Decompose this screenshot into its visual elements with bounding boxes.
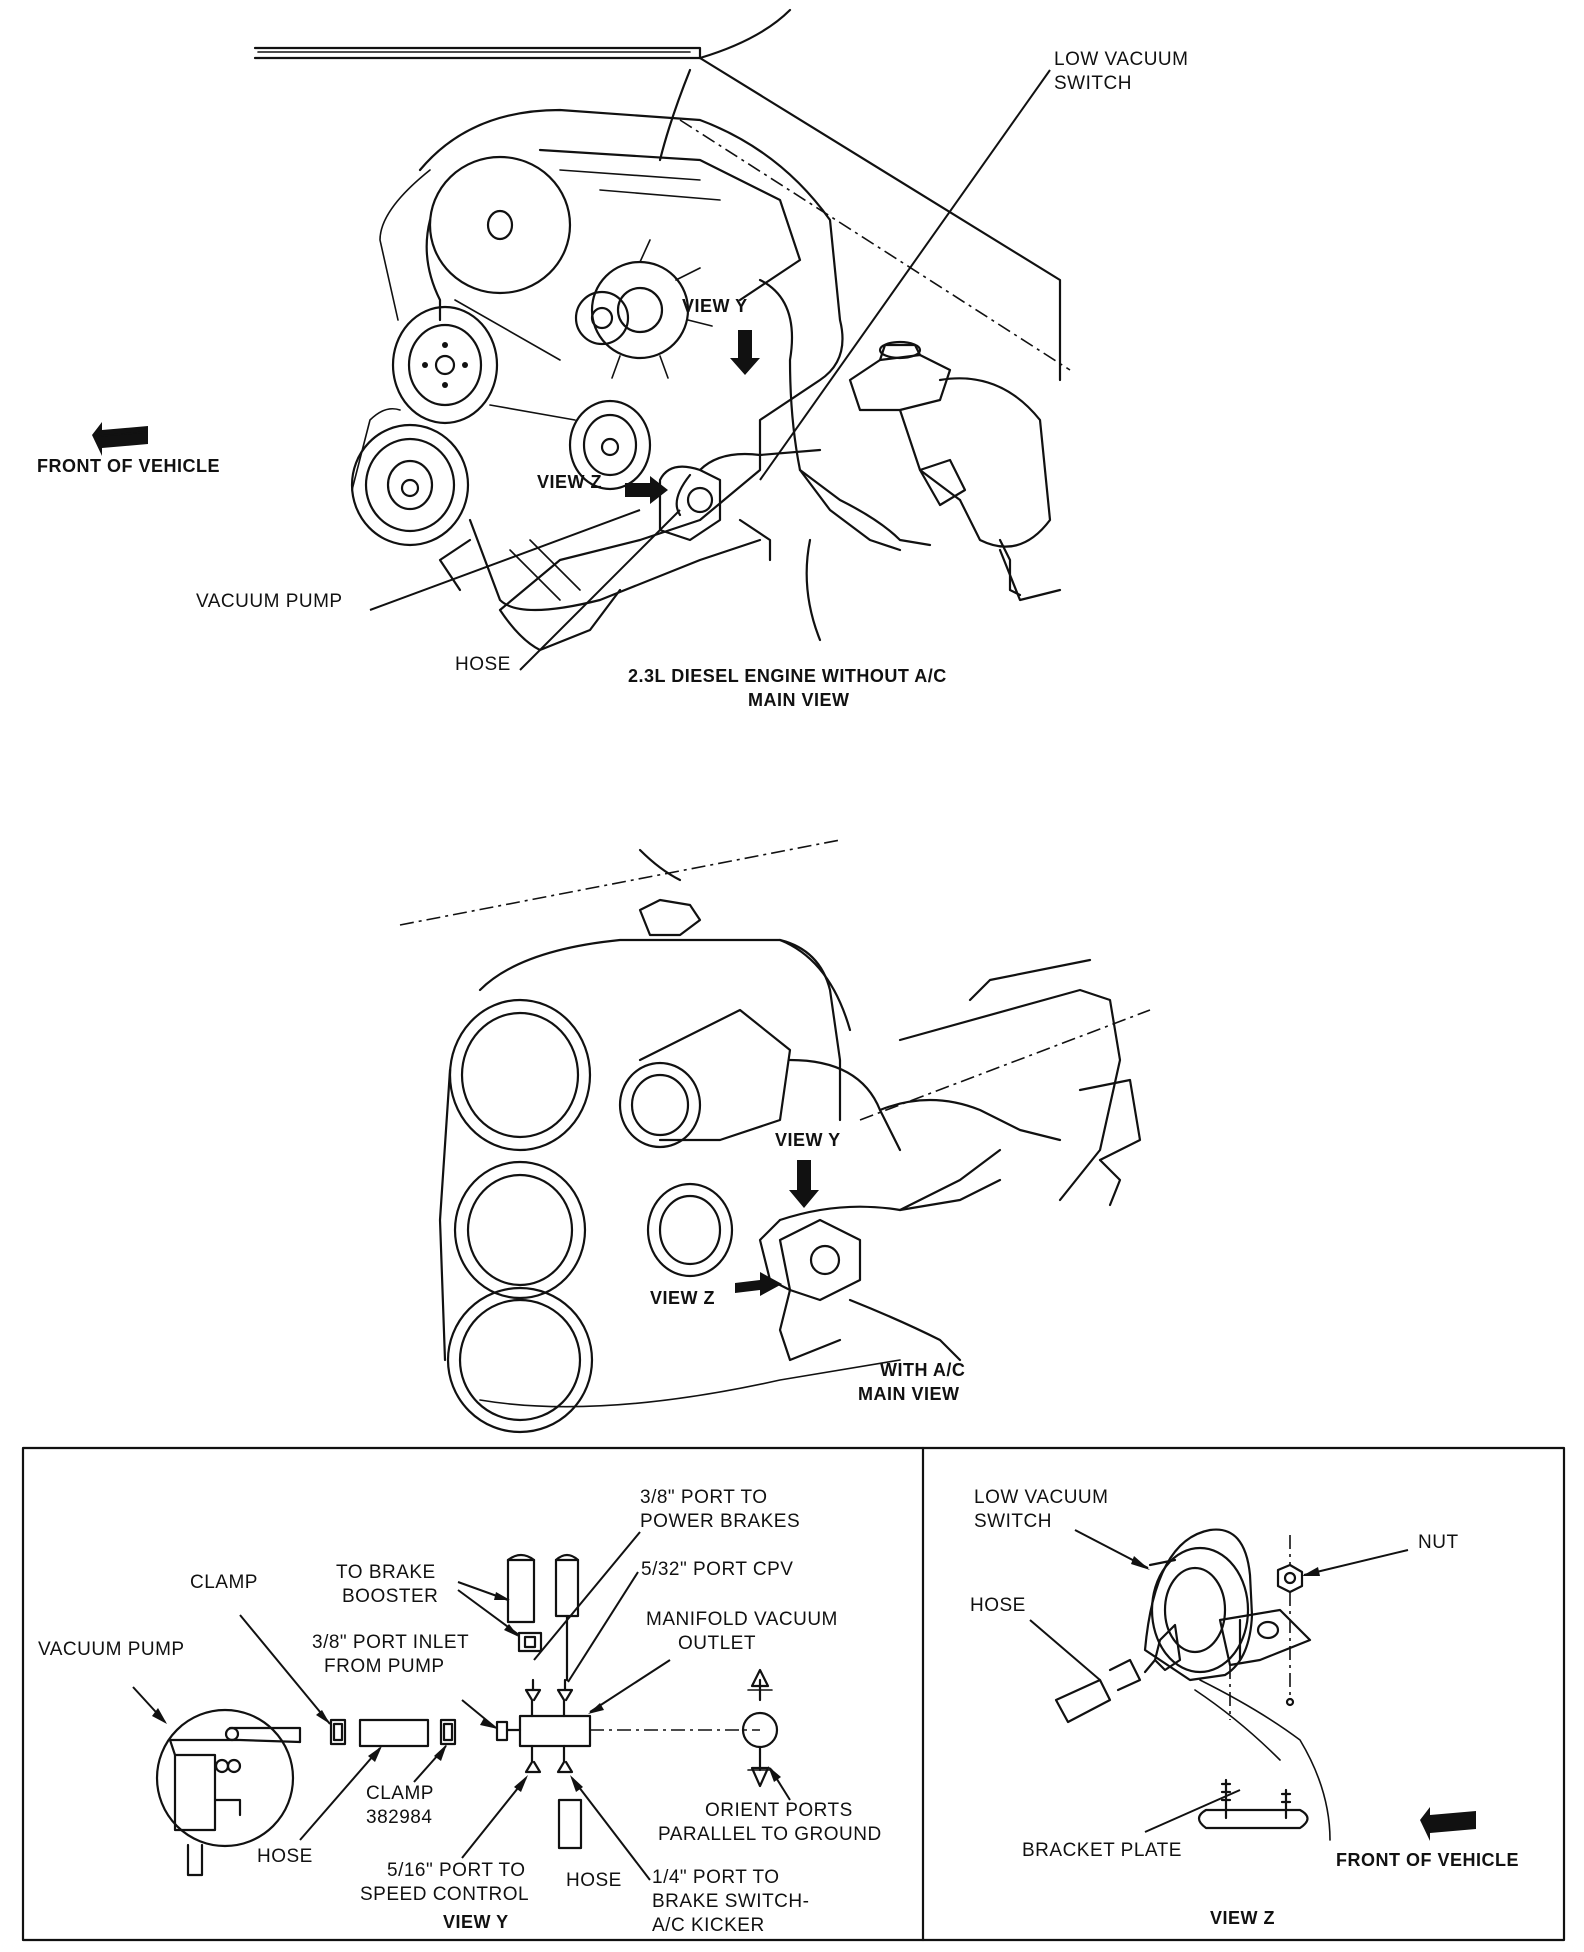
view-y-label-top: VIEW Y (682, 296, 748, 316)
front-of-vehicle-label-top: FRONT OF VEHICLE (37, 456, 220, 476)
orient-ports-label-2: PARALLEL TO GROUND (658, 1824, 882, 1845)
middle-caption-line1: WITH A/C (880, 1360, 965, 1380)
view-z-arrow-icon (625, 476, 668, 504)
hose-label-view-y-bottom: HOSE (566, 1870, 622, 1891)
port-516-label-1: 5/16" PORT TO (387, 1860, 526, 1881)
port-inlet-label-1: 3/8" PORT INLET (312, 1632, 469, 1653)
view-y-arrow-icon (730, 330, 760, 375)
to-brake-booster-label-1: TO BRAKE (336, 1562, 436, 1583)
middle-engine-illustration (399, 839, 1151, 1434)
hose-label-top: HOSE (455, 654, 511, 675)
port-516-label-2: SPEED CONTROL (360, 1884, 529, 1905)
view-y-detail (155, 1553, 779, 1877)
hose-label-z: HOSE (970, 1595, 1026, 1616)
middle-caption-line2: MAIN VIEW (858, 1384, 960, 1404)
top-engine-illustration (253, 8, 1071, 652)
port-14-label-3: A/C KICKER (652, 1915, 765, 1936)
manifold-vacuum-label-2: OUTLET (678, 1633, 756, 1654)
vacuum-pump-label-view-y: VACUUM PUMP (38, 1639, 185, 1660)
front-arrow-icon-view-z (1420, 1807, 1476, 1841)
view-y-label-middle: VIEW Y (775, 1130, 841, 1150)
bracket-plate-label: BRACKET PLATE (1022, 1840, 1182, 1861)
hose-label-view-y-left: HOSE (257, 1846, 313, 1867)
port-14-label-2: BRAKE SWITCH- (652, 1891, 809, 1912)
low-vacuum-switch-label-top-1: LOW VACUUM (1054, 49, 1188, 70)
view-z-label-middle: VIEW Z (650, 1288, 715, 1308)
top-caption-line2: MAIN VIEW (748, 690, 850, 710)
port-38-power-label-1: 3/8" PORT TO (640, 1487, 768, 1508)
detail-panels-frame (21, 1446, 1566, 1942)
top-caption-line1: 2.3L DIESEL ENGINE WITHOUT A/C (628, 666, 947, 686)
port-inlet-label-2: FROM PUMP (324, 1656, 445, 1677)
low-vacuum-switch-label-top-2: SWITCH (1054, 73, 1132, 94)
view-z-detail (1054, 1528, 1331, 1841)
vacuum-pump-label-top: VACUUM PUMP (196, 591, 343, 612)
view-z-arrow-icon-middle (735, 1272, 782, 1296)
manifold-vacuum-label-1: MANIFOLD VACUUM (646, 1609, 838, 1630)
port-38-power-label-2: POWER BRAKES (640, 1511, 800, 1532)
front-of-vehicle-label-z: FRONT OF VEHICLE (1336, 1850, 1519, 1870)
view-y-arrow-icon-middle (789, 1160, 819, 1208)
nut-label: NUT (1418, 1532, 1459, 1553)
front-arrow-icon (92, 422, 148, 456)
view-z-title: VIEW Z (1210, 1908, 1275, 1928)
clamp-382984-label-1: CLAMP (366, 1783, 434, 1804)
clamp-382984-label-2: 382984 (366, 1807, 432, 1828)
port-14-label-1: 1/4" PORT TO (652, 1867, 780, 1888)
low-vacuum-switch-label-z-2: SWITCH (974, 1511, 1052, 1532)
orient-ports-label-1: ORIENT PORTS (705, 1800, 853, 1821)
port-532-label: 5/32" PORT CPV (641, 1559, 793, 1580)
view-y-title: VIEW Y (443, 1912, 509, 1932)
low-vacuum-switch-label-z-1: LOW VACUUM (974, 1487, 1108, 1508)
to-brake-booster-label-2: BOOSTER (342, 1586, 438, 1607)
clamp-label-top: CLAMP (190, 1572, 258, 1593)
view-z-label-top: VIEW Z (537, 472, 602, 492)
